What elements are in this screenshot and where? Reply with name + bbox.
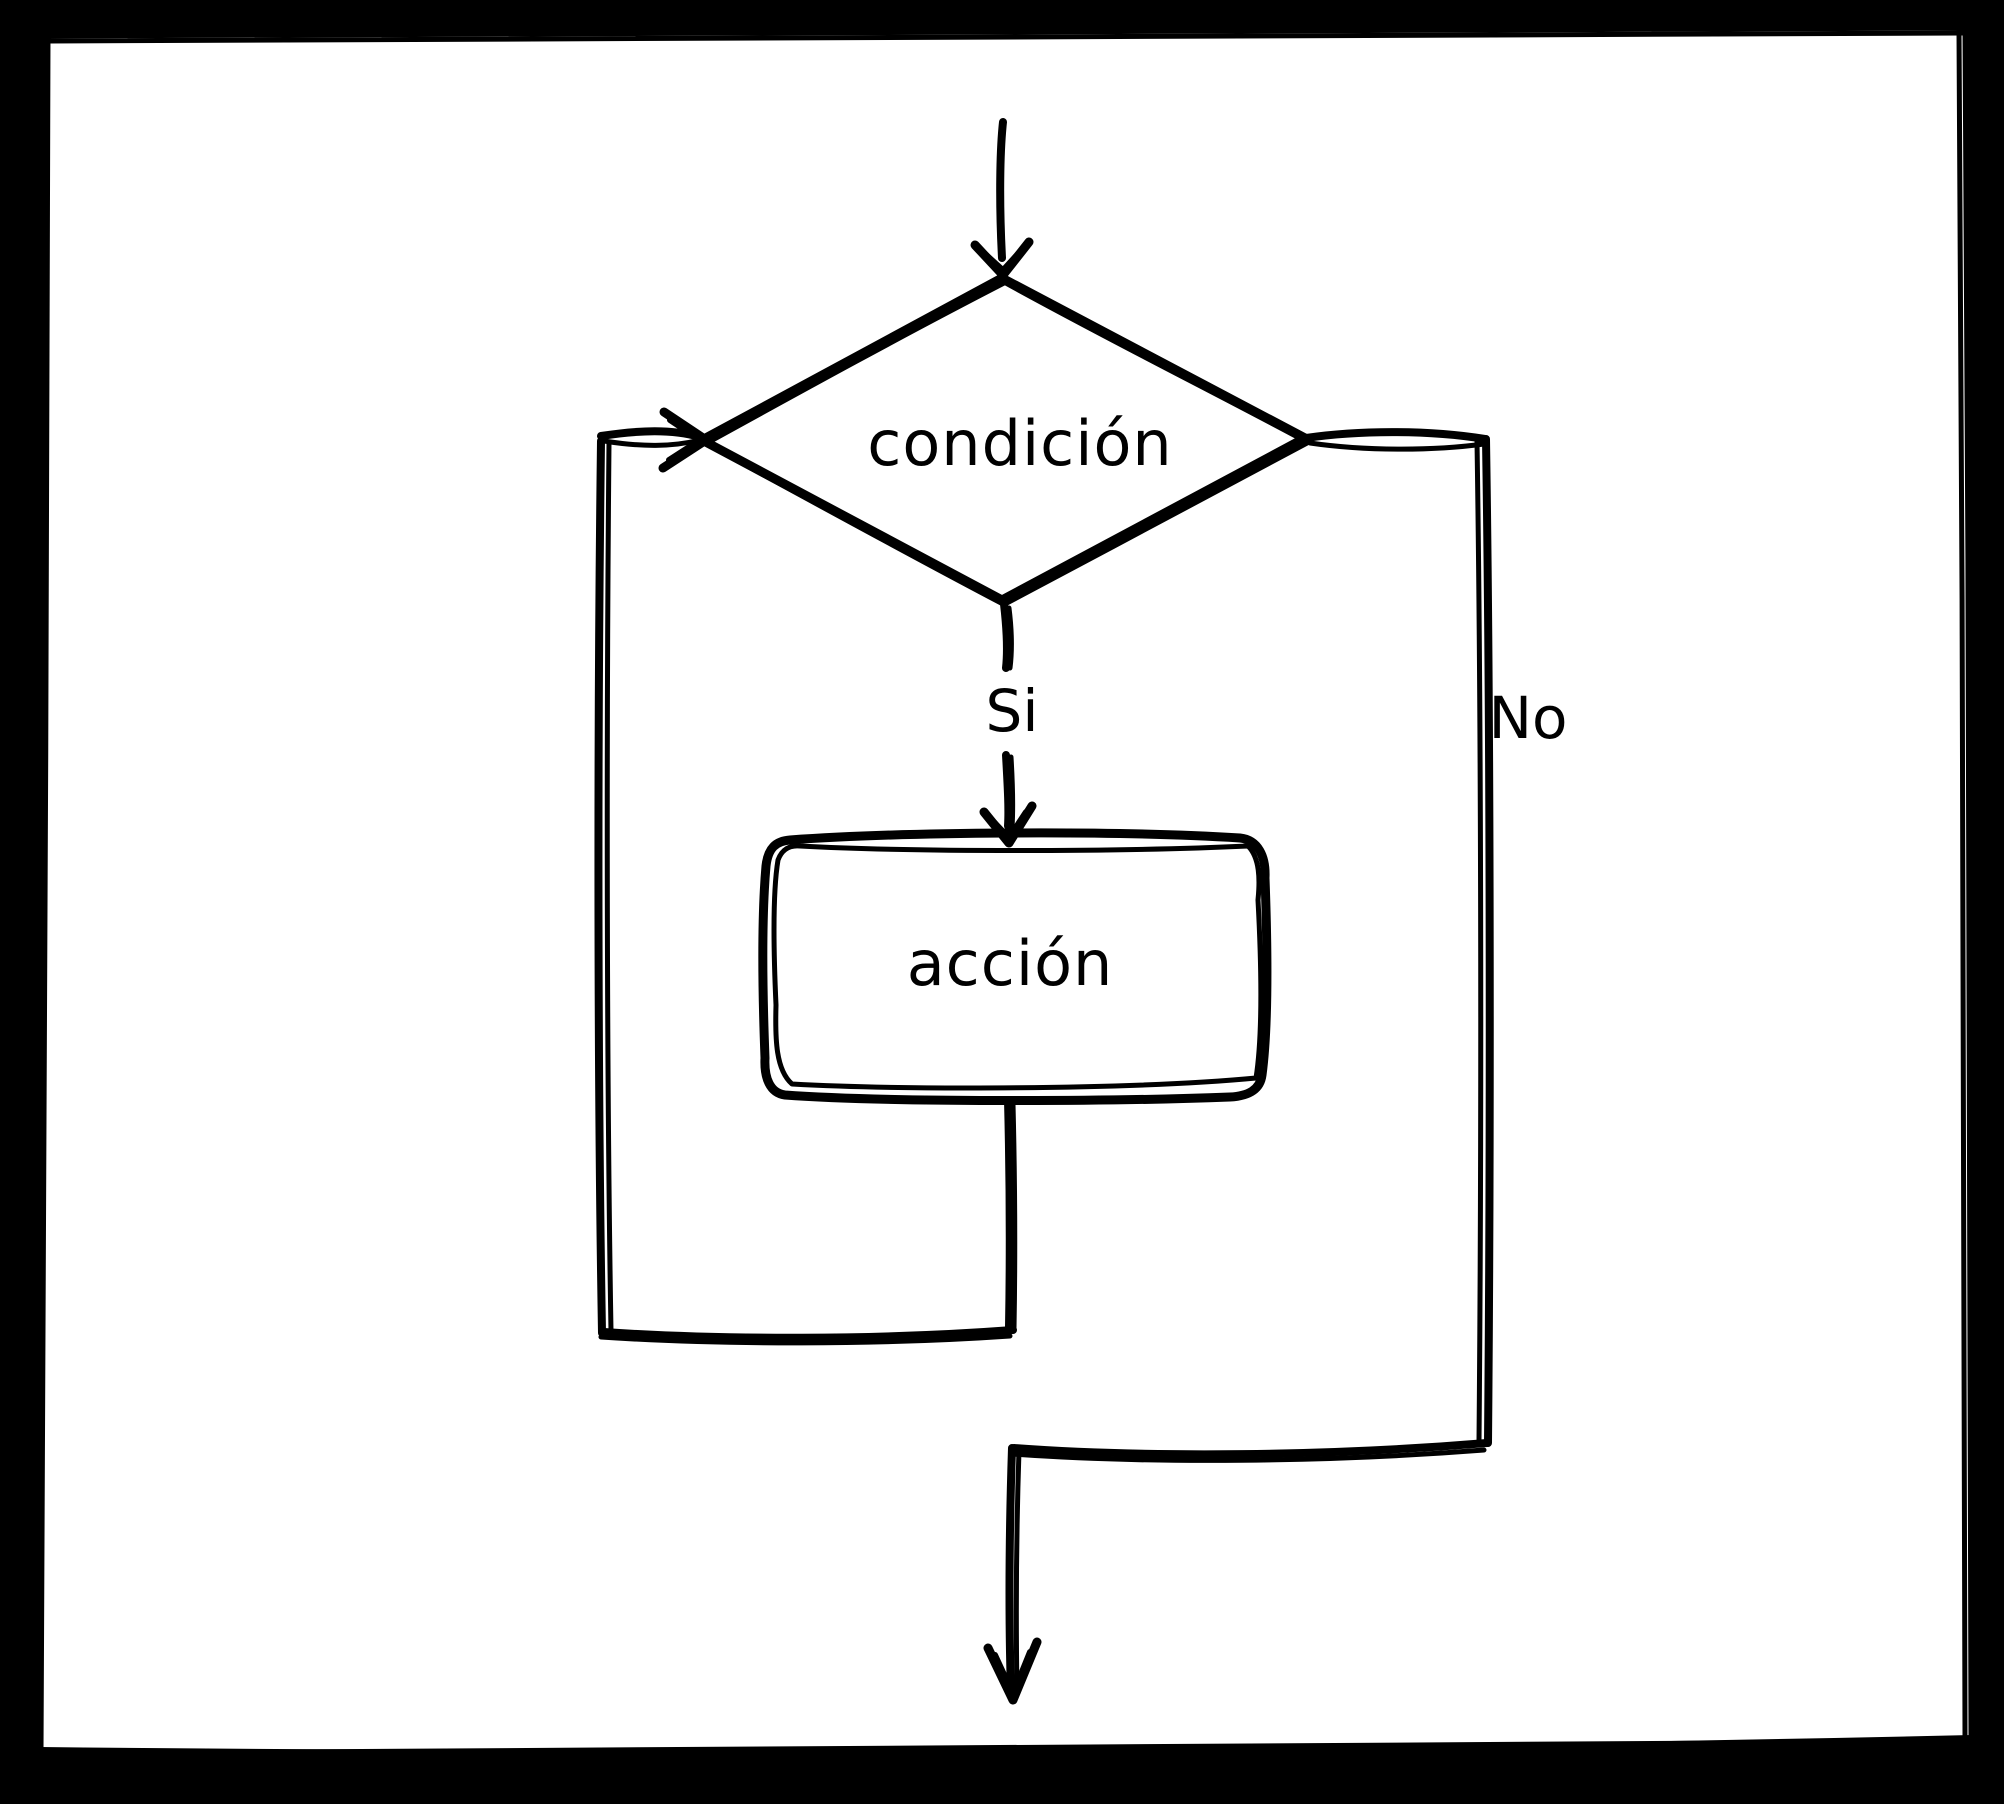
exit-shaft <box>1005 1444 1016 1697</box>
loopback-into-diamond-2 <box>601 437 703 448</box>
edge-exit <box>983 1444 1042 1705</box>
loopback-arrowhead-2 <box>666 417 703 463</box>
yes-branch-label: Si <box>986 677 1039 745</box>
yes-shaft-lower-2 <box>1008 754 1016 831</box>
loopback-down-2 <box>1010 1101 1018 1332</box>
paper-edge-left <box>36 31 51 1755</box>
loopback-arrowhead <box>658 407 711 473</box>
paper-panel <box>31 23 1976 1763</box>
paper-edge-top <box>43 23 1970 39</box>
paper-edge-top-2 <box>47 30 1966 44</box>
loopback-up-2 <box>604 440 614 1334</box>
no-bottom-horizontal-2 <box>1009 1447 1487 1463</box>
paper-edge-right-2 <box>1956 28 1968 1740</box>
node-action[interactable]: acción <box>758 828 1272 1106</box>
action-box-outline-2 <box>771 843 1264 1091</box>
entry-arrowhead-2 <box>976 244 1028 275</box>
no-out-horizontal <box>1302 428 1489 443</box>
yes-shaft-upper <box>1000 600 1012 672</box>
yes-shaft-upper-2 <box>1006 605 1014 671</box>
entry-arrow-shaft <box>996 118 1007 262</box>
paper-edge-left-2 <box>31 178 39 1747</box>
edge-yes: Si <box>979 600 1039 848</box>
yes-arrowhead-2 <box>987 809 1029 841</box>
no-branch-label: No <box>1489 684 1568 752</box>
no-out-horizontal-2 <box>1307 440 1487 452</box>
paper-edge-bottom <box>36 1735 1976 1758</box>
loopback-down <box>1004 1096 1014 1331</box>
loopback-bottom <box>600 1326 1017 1342</box>
edge-no: No <box>1009 428 1568 1463</box>
paper-edge-bottom-2 <box>40 1742 1973 1763</box>
loopback-up <box>594 437 606 1337</box>
no-bottom-horizontal <box>1010 1439 1491 1459</box>
no-down-2 <box>1474 438 1484 1444</box>
yes-shaft-lower <box>1002 751 1013 830</box>
paper-edge-right <box>1962 23 1976 1743</box>
exit-shaft-2 <box>1013 1447 1022 1696</box>
loopback-bottom-2 <box>598 1333 1013 1346</box>
action-box-outline <box>758 828 1272 1106</box>
exit-arrowhead-2 <box>992 1649 1033 1697</box>
condition-label: condición <box>867 407 1172 480</box>
action-label: acción <box>907 927 1114 1000</box>
edge-loop-back <box>594 407 1018 1346</box>
no-down <box>1482 435 1494 1447</box>
